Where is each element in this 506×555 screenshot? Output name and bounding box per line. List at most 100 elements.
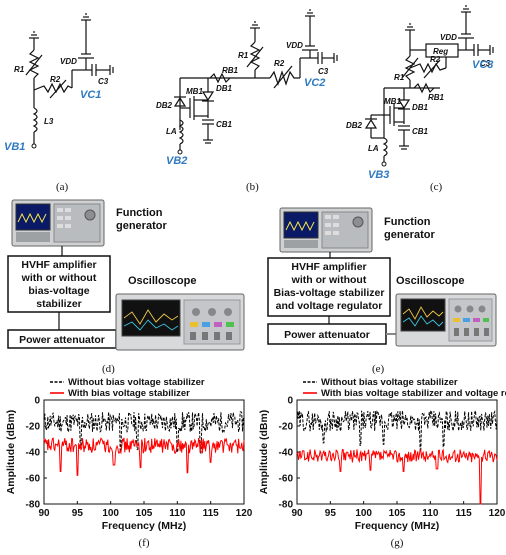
label-r2-c: R2 <box>430 55 441 64</box>
resistor-r2-a <box>33 82 73 94</box>
function-generator-label-line1-e: Function <box>384 216 431 228</box>
label-la-c: LA <box>368 144 379 153</box>
circuit-c: Reg R1 R2 RB1 DB1 DB2 MB1 CB1 LA VDD C3 … <box>346 5 494 193</box>
resistor-r1-b <box>249 41 261 71</box>
function-generator-d <box>11 199 105 247</box>
ground-top-c <box>405 23 415 42</box>
caption-e: (e) <box>372 363 385 375</box>
series-line-g-0 <box>296 408 498 450</box>
series-line-g-1 <box>296 448 498 505</box>
label-db2-b: DB2 <box>156 101 173 110</box>
label-c3-a: C3 <box>98 77 109 86</box>
ytick-label-f-0: 0 <box>34 396 40 407</box>
transistor-mb1-b <box>180 96 208 120</box>
label-cb1-c: CB1 <box>412 127 429 136</box>
ytick-label-g-1: -20 <box>279 422 294 433</box>
ytick-label-g-2: -40 <box>279 448 294 459</box>
xtick-label-g-4: 110 <box>422 508 439 519</box>
resistor-r2-c <box>409 62 447 74</box>
ground-top-b <box>250 21 260 42</box>
legend-label-g-1: With bias voltage stabilizer and voltage… <box>321 388 506 399</box>
label-vb2: VB2 <box>166 155 187 167</box>
label-r1-a: R1 <box>14 65 25 74</box>
ytick-label-f-1: -20 <box>26 422 41 433</box>
amplifier-label-line4-d: stabilizer <box>36 298 82 310</box>
xlabel-f: Frequency (MHz) <box>102 520 187 532</box>
ytick-label-f-3: -60 <box>26 474 41 485</box>
function-generator-e <box>279 207 373 253</box>
xtick-label-f-2: 100 <box>102 508 119 519</box>
ylabel-g: Amplitude (dBm) <box>258 410 270 495</box>
label-vdd-c: VDD <box>440 33 457 42</box>
label-l3-a: L3 <box>44 117 54 126</box>
ytick-label-g-3: -60 <box>279 474 294 485</box>
label-vb1: VB1 <box>4 141 25 153</box>
amplifier-label-line2-e: with or without <box>291 274 367 286</box>
caption-b: (b) <box>246 181 259 193</box>
resistor-r2-b <box>269 70 300 86</box>
diode-db1-b <box>201 91 215 102</box>
supply-vdd-c <box>458 5 474 50</box>
function-generator-label-line2-e: generator <box>384 229 435 241</box>
xtick-label-g-2: 100 <box>355 508 372 519</box>
capacitor-c3-c <box>473 44 494 56</box>
oscilloscope-e <box>395 293 497 347</box>
label-r1-c: R1 <box>394 73 405 82</box>
caption-c: (c) <box>430 181 443 193</box>
amplifier-label-line4-e: and voltage regulator <box>276 300 383 312</box>
series-line-f-1 <box>43 437 245 476</box>
oscilloscope-label-e: Oscilloscope <box>396 275 464 287</box>
xtick-label-g-6: 120 <box>489 508 506 519</box>
label-la-b: LA <box>166 127 177 136</box>
amplifier-label-line2-d: with or without <box>21 272 97 284</box>
label-vdd-b: VDD <box>286 41 303 50</box>
setup-e: Function generator HVHF amplifier with o… <box>267 207 497 375</box>
supply-vdd-b <box>302 9 318 58</box>
circuit-b: R1 R2 RB1 DB1 DB2 MB1 CB1 LA VDD C3 VC2 … <box>156 9 338 193</box>
label-rb1-c: RB1 <box>428 93 445 102</box>
label-r2-b: R2 <box>274 59 285 68</box>
label-vc1: VC1 <box>80 89 101 101</box>
oscilloscope-d <box>115 293 245 351</box>
inductor-la-b <box>178 119 184 145</box>
ytick-label-g-0: 0 <box>287 396 293 407</box>
xtick-label-f-1: 95 <box>72 508 84 519</box>
capacitor-cb1-b <box>202 119 214 144</box>
legend-label-f-0: Without bias voltage stabilizer <box>68 377 205 388</box>
label-vc3: VC3 <box>472 59 493 71</box>
xtick-label-g-3: 105 <box>389 508 406 519</box>
setup-d: Function generator HVHF amplifier with o… <box>7 199 245 375</box>
ground-top-a <box>29 31 39 50</box>
caption-a: (a) <box>56 181 69 193</box>
label-mb1-c: MB1 <box>384 97 401 106</box>
label-db2-c: DB2 <box>346 121 363 130</box>
label-vdd-a: VDD <box>60 57 77 66</box>
capacitor-c3-b <box>317 52 338 64</box>
amplifier-box-e <box>267 257 391 317</box>
label-r2-a: R2 <box>50 75 61 84</box>
xtick-label-g-0: 90 <box>291 508 303 519</box>
function-generator-label-line2-d: generator <box>116 220 167 232</box>
diode-db2-b <box>173 96 187 107</box>
label-rb1-b: RB1 <box>222 66 239 75</box>
legend-label-g-0: Without bias voltage stabilizer <box>321 377 458 388</box>
oscilloscope-label-d: Oscilloscope <box>128 275 196 287</box>
ytick-label-f-4: -80 <box>26 500 41 511</box>
amplifier-label-line3-e: Bias-voltage stabilizer <box>274 287 385 299</box>
xtick-label-f-6: 120 <box>236 508 253 519</box>
diode-db2-c <box>364 118 378 129</box>
capacitor-c3-a <box>91 64 114 76</box>
label-cb1-b: CB1 <box>216 120 233 129</box>
amplifier-label-line1-e: HVHF amplifier <box>291 261 366 273</box>
ytick-label-g-4: -80 <box>279 500 294 511</box>
xtick-label-f-4: 110 <box>169 508 186 519</box>
amplifier-label-line1-d: HVHF amplifier <box>21 259 96 271</box>
label-vb3: VB3 <box>368 169 389 181</box>
supply-vdd-a <box>78 13 94 59</box>
label-mb1-b: MB1 <box>186 87 203 96</box>
xtick-label-f-0: 90 <box>38 508 50 519</box>
attenuator-label-e: Power attenuator <box>284 329 370 341</box>
